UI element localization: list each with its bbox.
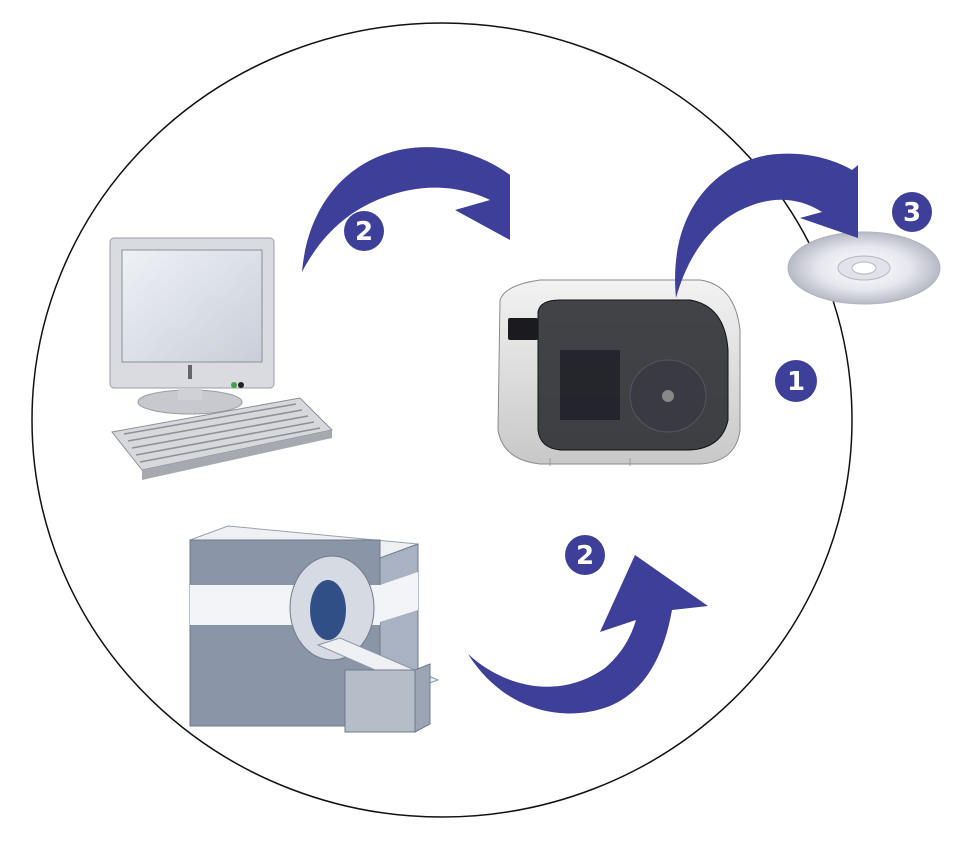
- optical-disc-icon: [787, 231, 941, 305]
- svg-text:2: 2: [355, 217, 373, 247]
- curved-arrow-icon: [302, 147, 510, 272]
- keyboard-icon: [111, 397, 334, 480]
- disc-publisher-icon: [497, 279, 741, 466]
- curved-arrow-icon: [675, 153, 858, 298]
- mri-scanner-icon: [189, 525, 440, 733]
- step-badge-2-bottom: 2: [565, 535, 605, 575]
- step-badge-2-top: 2: [344, 211, 384, 251]
- step-badge-3: 3: [892, 192, 932, 232]
- svg-text:1: 1: [787, 367, 805, 397]
- svg-text:2: 2: [576, 541, 594, 571]
- curved-arrow-icon: [468, 555, 708, 714]
- workflow-circle: [31, 22, 853, 818]
- desktop-computer-icon: [109, 237, 275, 415]
- svg-text:3: 3: [903, 198, 921, 228]
- step-badge-1: 1: [775, 360, 817, 402]
